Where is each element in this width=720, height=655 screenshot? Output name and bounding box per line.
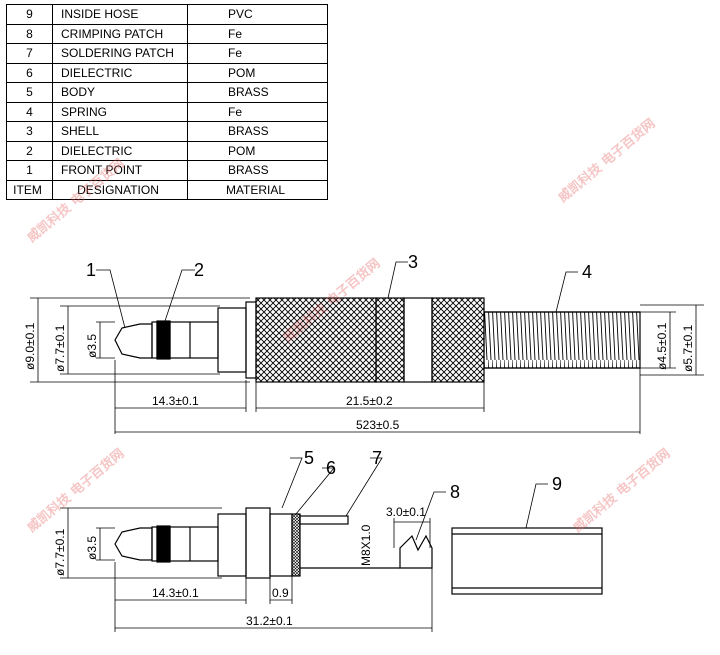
dim-l143b: 14.3±0.1 <box>152 586 199 600</box>
cell-material: BRASS <box>187 160 328 181</box>
dim-d77b: ø7.7±0.1 <box>53 528 67 576</box>
dim-d9: ø9.0±0.1 <box>23 322 37 370</box>
front-point-2 <box>114 527 153 561</box>
cell-designation: CRIMPING PATCH <box>52 23 188 44</box>
soldering-patch <box>299 515 349 525</box>
callout-1: 1 <box>86 260 96 280</box>
dim-thread: M8X1.0 <box>359 524 373 566</box>
cell-designation: SHELL <box>52 121 188 142</box>
cell-designation: FRONT POINT <box>52 160 188 181</box>
callout-5: 5 <box>304 448 314 468</box>
shell <box>255 297 377 383</box>
crimping-patch <box>399 534 433 569</box>
callout-3: 3 <box>408 252 418 272</box>
bottom-view <box>114 507 603 595</box>
cell-designation: SPRING <box>52 101 188 122</box>
dim-l30: 3.0±0.1 <box>386 505 426 519</box>
dielectric-ring <box>156 320 171 360</box>
callout-4: 4 <box>582 262 592 282</box>
top-view <box>114 297 641 383</box>
header-material: MATERIAL <box>187 179 328 200</box>
callout-7: 7 <box>372 448 382 468</box>
callout-9: 9 <box>552 474 562 494</box>
inside-hose <box>451 527 603 595</box>
dielectric-6 <box>291 513 301 577</box>
dim-d77a: ø7.7±0.1 <box>53 324 67 372</box>
header-item: ITEM <box>6 179 53 200</box>
collar <box>217 307 247 373</box>
front-point <box>114 323 153 359</box>
dim-d45: ø4.5±0.1 <box>655 322 669 370</box>
callout-2: 2 <box>194 260 204 280</box>
dim-d57: ø5.7±0.1 <box>681 324 695 372</box>
sleeve <box>169 321 219 359</box>
body <box>269 513 293 577</box>
dim-d35a: ø3.5 <box>85 334 99 358</box>
dim-l215: 21.5±0.2 <box>346 394 393 408</box>
dim-l312: 31.2±0.1 <box>246 614 293 628</box>
dim-l143a: 14.3±0.1 <box>152 394 199 408</box>
dim-l523: 523±0.5 <box>356 418 400 432</box>
callout-8: 8 <box>450 482 460 502</box>
cell-designation: DIELECTRIC <box>52 62 188 83</box>
callout-6: 6 <box>326 458 336 478</box>
dim-d35b: ø3.5 <box>85 536 99 560</box>
cell-material: Fe <box>187 43 328 64</box>
dim-l09: 0.9 <box>272 586 289 600</box>
spring <box>483 311 641 369</box>
